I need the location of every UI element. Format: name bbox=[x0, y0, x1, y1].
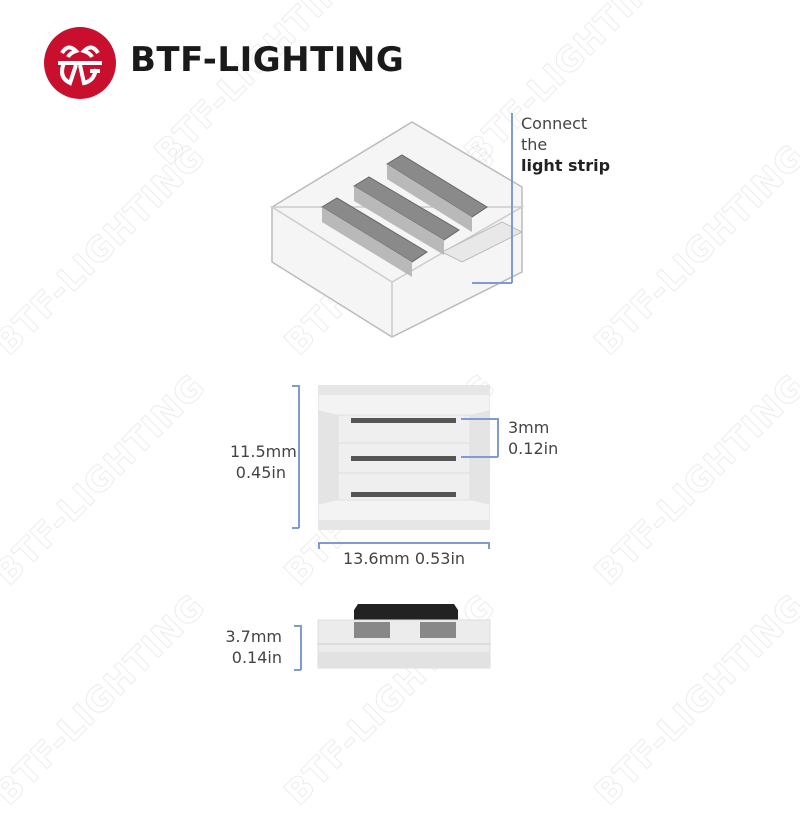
dim-tick bbox=[318, 542, 320, 549]
thickness-label: 3.7mm 0.14in bbox=[225, 627, 282, 667]
dim-tick bbox=[488, 542, 490, 549]
height-label: 11.5mm 0.45in bbox=[230, 442, 297, 482]
connector-isometric-illustration bbox=[269, 121, 525, 338]
connector-top-view bbox=[318, 385, 490, 530]
dim-tick bbox=[294, 625, 301, 627]
dim-tick bbox=[292, 385, 299, 387]
dim-tick bbox=[461, 456, 498, 458]
pitch-label: 3mm 0.12in bbox=[508, 418, 559, 458]
width-dimension-line bbox=[318, 542, 489, 544]
callout-text: Connect the light strip bbox=[521, 114, 611, 175]
thickness-dimension-line bbox=[300, 625, 302, 670]
brand-logo-icon bbox=[44, 27, 116, 99]
dim-tick bbox=[292, 527, 299, 529]
width-label: 13.6mm 0.53in bbox=[342, 549, 466, 568]
dim-tick bbox=[294, 669, 301, 671]
pitch-dimension-line bbox=[461, 418, 498, 420]
callout-line bbox=[472, 282, 512, 284]
height-dimension-line bbox=[298, 385, 300, 528]
connector-side-view bbox=[317, 604, 491, 669]
dim-tick bbox=[497, 418, 499, 457]
brand-name: BTF-LIGHTING bbox=[130, 40, 405, 80]
callout-line bbox=[511, 113, 513, 283]
